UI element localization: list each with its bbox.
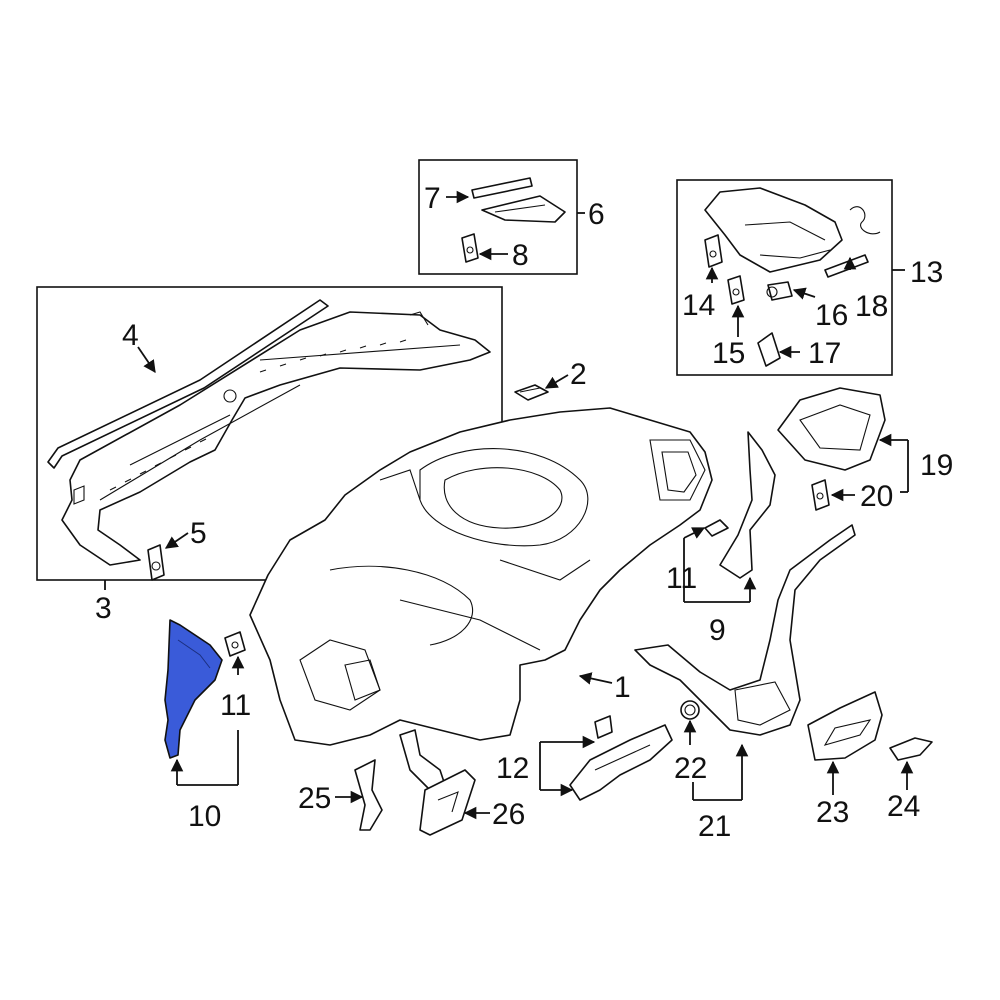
part-13-cluster-hood[interactable] (704, 187, 843, 273)
part-23-switch-bezel[interactable] (807, 691, 883, 761)
part-26-panel[interactable] (419, 769, 476, 836)
part-20-clip[interactable] (811, 479, 830, 511)
callout-8: 8 (512, 239, 529, 272)
part-11-clip-right[interactable] (704, 519, 729, 537)
callout-1: 1 (614, 671, 631, 704)
callout-25: 25 (298, 782, 331, 815)
part-12-clip[interactable] (594, 715, 613, 739)
group-box-13 (676, 179, 905, 376)
callout-11-right: 11 (666, 562, 697, 595)
callout-13: 13 (910, 256, 943, 289)
callout-22: 22 (674, 752, 707, 785)
part-19-bezel[interactable] (777, 387, 886, 471)
callout-26: 26 (492, 798, 525, 831)
part-16-knob[interactable] (766, 281, 793, 301)
callout-3: 3 (95, 592, 112, 625)
callout-15: 15 (712, 337, 745, 370)
callout-10: 10 (188, 800, 221, 833)
callout-11-left: 11 (220, 689, 251, 722)
part-3-dash-cover[interactable] (61, 311, 491, 566)
callout-17: 17 (808, 337, 841, 370)
callout-19: 19 (920, 449, 953, 482)
part-14-clip[interactable] (704, 234, 723, 268)
part-6-panel[interactable] (481, 195, 566, 223)
part-24-trim-piece[interactable] (889, 737, 933, 761)
part-8-clip[interactable] (461, 233, 479, 263)
callout-12: 12 (496, 752, 529, 785)
callout-23: 23 (816, 796, 849, 829)
part-10-side-panel-highlighted[interactable] (164, 619, 223, 759)
part-12-bolster[interactable] (569, 724, 673, 801)
part-1-instrument-panel[interactable] (249, 407, 713, 746)
callout-21: 21 (698, 810, 731, 843)
callout-9: 9 (709, 614, 726, 647)
callout-5: 5 (190, 517, 207, 550)
part-22-ring[interactable] (680, 700, 700, 720)
part-4-dash-top-strip[interactable] (47, 299, 329, 469)
callout-18: 18 (855, 290, 888, 323)
callout-24: 24 (887, 790, 920, 823)
part-7-strip[interactable] (471, 177, 533, 199)
leader-lines (137, 190, 914, 820)
group-box-6 (418, 159, 585, 275)
part-17-pad[interactable] (757, 332, 781, 367)
part-2-bracket[interactable] (514, 384, 549, 401)
callout-6: 6 (588, 198, 605, 231)
callout-2: 2 (570, 358, 587, 391)
part-25-pillar-trim[interactable] (354, 729, 446, 831)
part-5-clip[interactable] (147, 544, 165, 581)
callout-labels: 1 2 3 4 5 6 7 8 9 10 11 11 12 13 14 15 1… (95, 182, 953, 843)
callout-16: 16 (815, 299, 848, 332)
part-21-console-bezel[interactable] (634, 524, 856, 736)
callout-20: 20 (860, 480, 893, 513)
part-15-clip[interactable] (727, 275, 745, 305)
part-11-clip-left[interactable] (224, 631, 246, 657)
callout-14: 14 (682, 289, 715, 322)
callout-7: 7 (424, 182, 441, 215)
callout-4: 4 (122, 319, 139, 352)
part-9-side-trim[interactable] (719, 431, 776, 579)
